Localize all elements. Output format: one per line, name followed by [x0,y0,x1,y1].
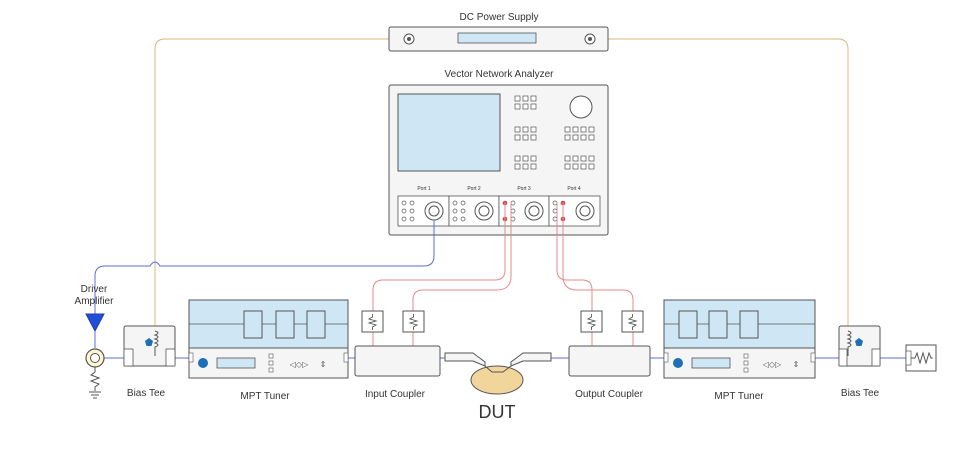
inductor-icon [846,330,852,356]
driver-amplifier-label-line2: Amplifier [75,296,115,307]
attenuator-icon [361,310,384,333]
port4-label: Port 4 [567,186,581,192]
attenuator-icon [580,310,603,333]
svg-text:◁◇▷: ◁◇▷ [289,360,309,369]
port1-label: Port 1 [417,186,431,192]
brand-dot-icon [855,338,863,346]
dc-line-right [595,38,849,328]
dc-power-supply-label: DC Power Supply [460,12,539,23]
ground-icon [89,391,101,399]
output-coupler-label: Output Coupler [575,389,643,400]
dut: DUT [444,352,552,422]
port3-label: Port 3 [517,186,531,192]
input-coupler-body [354,345,441,377]
output-coupler: Output Coupler [568,310,651,400]
tuner-right-display [691,357,731,369]
tuner-right-front-panel [663,347,816,379]
dut-body [470,365,524,395]
output-coupler-body [568,345,651,377]
driver-amplifier-label-line1: Driver [81,284,108,295]
dc-bias-lines [154,38,849,328]
vna-screen [397,93,501,172]
amplifier-triangle-icon [85,313,105,333]
attenuator-icon [402,310,425,333]
bias-tee-right-label: Bias Tee [841,388,880,399]
vna-keypad [514,95,595,170]
vector-network-analyzer: Vector Network Analyzer [388,69,609,236]
dc-power-supply-display [457,32,537,44]
svg-text:◁◇▷: ◁◇▷ [762,360,782,369]
driver-amplifier: Driver Amplifier [75,284,115,399]
svg-text:⇕: ⇕ [320,360,327,369]
mpt-tuner-right-label: MPT Tuner [714,391,764,402]
dut-label: DUT [479,402,516,422]
inductor-icon [153,330,159,356]
mpt-tuner-right: ◁◇▷ ⇕ MPT Tuner [663,299,816,402]
dc-line-left [154,38,403,328]
port2-label: Port 2 [467,186,481,192]
vna-port-panels [397,195,601,227]
rf-cable-port1 [94,220,435,314]
termination-load-icon [905,344,937,372]
vna-knob [569,95,593,119]
input-coupler: Input Coupler [354,310,441,400]
vna-label: Vector Network Analyzer [445,69,555,80]
mpt-tuner-left: ◁◇▷ ⇕ MPT Tuner [188,299,349,402]
tuner-left-display [216,357,256,369]
input-coupler-label: Input Coupler [365,389,426,400]
dc-power-supply: DC Power Supply [388,12,609,52]
tuner-left-front-panel [188,347,349,379]
bias-tee-right: Bias Tee [838,325,881,399]
resistor-zigzag [89,367,101,391]
brand-dot-icon [145,338,153,346]
svg-text:⇕: ⇕ [793,360,800,369]
attenuator-icon [621,310,644,333]
mpt-tuner-left-label: MPT Tuner [240,391,290,402]
bias-tee-left-label: Bias Tee [127,388,166,399]
bias-tee-left: Bias Tee [123,325,176,399]
